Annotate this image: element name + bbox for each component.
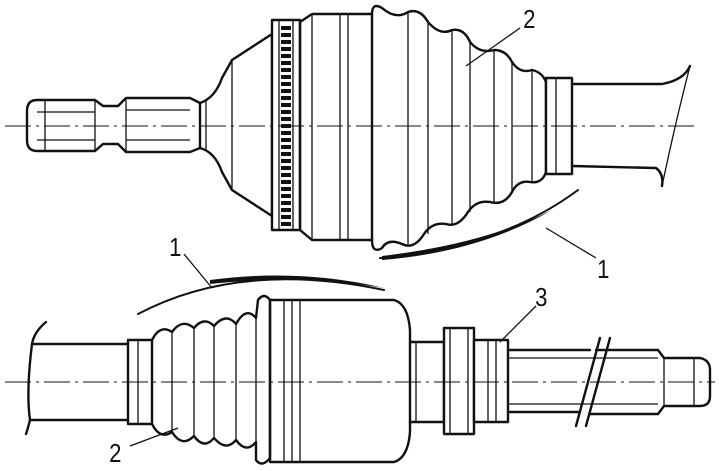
callout-lower-clamp: 1	[169, 232, 182, 262]
tone-ring-tooth	[281, 96, 291, 100]
tone-ring-tooth	[281, 75, 291, 79]
lower-seal-ring	[442, 326, 476, 436]
shaft-break-mark	[574, 336, 602, 428]
callout-upper-boot: 2	[523, 4, 536, 34]
lower-clamp-band-thick	[210, 275, 384, 288]
callout-upper-clamp: 1	[597, 254, 610, 284]
tone-ring-tooth	[281, 187, 291, 191]
upper-tone-ring	[270, 18, 302, 232]
callout-lower-ring: 3	[535, 282, 548, 312]
tone-ring-tooth	[281, 117, 291, 121]
tone-ring-tooth	[281, 47, 291, 51]
upper-drive-shaft-assembly	[5, 4, 695, 260]
tone-ring-tooth	[281, 26, 291, 30]
tone-ring-tooth	[281, 110, 291, 114]
tone-ring-tooth	[281, 145, 291, 149]
upper-half-shaft	[570, 64, 692, 188]
tone-ring-tooth	[281, 68, 291, 72]
lower-boot	[150, 294, 272, 465]
tone-ring-tooth	[281, 180, 291, 184]
tone-ring-tooth	[281, 152, 291, 156]
tone-ring-tooth	[281, 33, 291, 37]
tone-ring-tooth	[281, 208, 291, 212]
leader-lower-clamp	[183, 253, 213, 289]
tone-ring-tooth	[281, 131, 291, 135]
lower-drive-shaft-assembly	[5, 275, 715, 465]
leader-lower-ring	[499, 305, 537, 343]
lower-output-shaft	[506, 336, 712, 428]
tone-ring-tooth	[281, 138, 291, 142]
tone-ring-tooth	[281, 103, 291, 107]
tone-ring-tooth	[281, 166, 291, 170]
tone-ring-tooth	[281, 159, 291, 163]
tone-ring-tooth	[281, 82, 291, 86]
tone-ring-tooth	[281, 222, 291, 226]
tone-ring-tooth	[281, 89, 291, 93]
lower-bearing-race	[472, 338, 510, 424]
leader-upper-clamp	[545, 227, 597, 259]
leader-lower-boot	[129, 427, 179, 447]
tone-ring-tooth	[281, 61, 291, 65]
lower-clamp-band-arc	[137, 278, 385, 315]
tone-ring-tooth	[281, 215, 291, 219]
upper-stub-shaft	[25, 96, 202, 154]
tone-ring-tooth	[281, 173, 291, 177]
tone-ring-tooth	[281, 201, 291, 205]
upper-joint-housing	[298, 12, 374, 242]
leader-upper-boot	[465, 27, 521, 67]
upper-joint-bell	[198, 32, 274, 218]
upper-boot	[370, 4, 548, 251]
tone-ring-tooth	[281, 54, 291, 58]
upper-clamp-band-arc	[379, 189, 579, 259]
callout-lower-boot: 2	[109, 438, 122, 468]
leader-lines	[129, 27, 597, 447]
tone-ring-tooth	[281, 194, 291, 198]
tone-ring-tooth	[281, 40, 291, 44]
upper-clamp-band-thick	[382, 210, 552, 260]
lower-joint-housing	[268, 298, 412, 464]
lower-half-shaft	[24, 320, 130, 436]
